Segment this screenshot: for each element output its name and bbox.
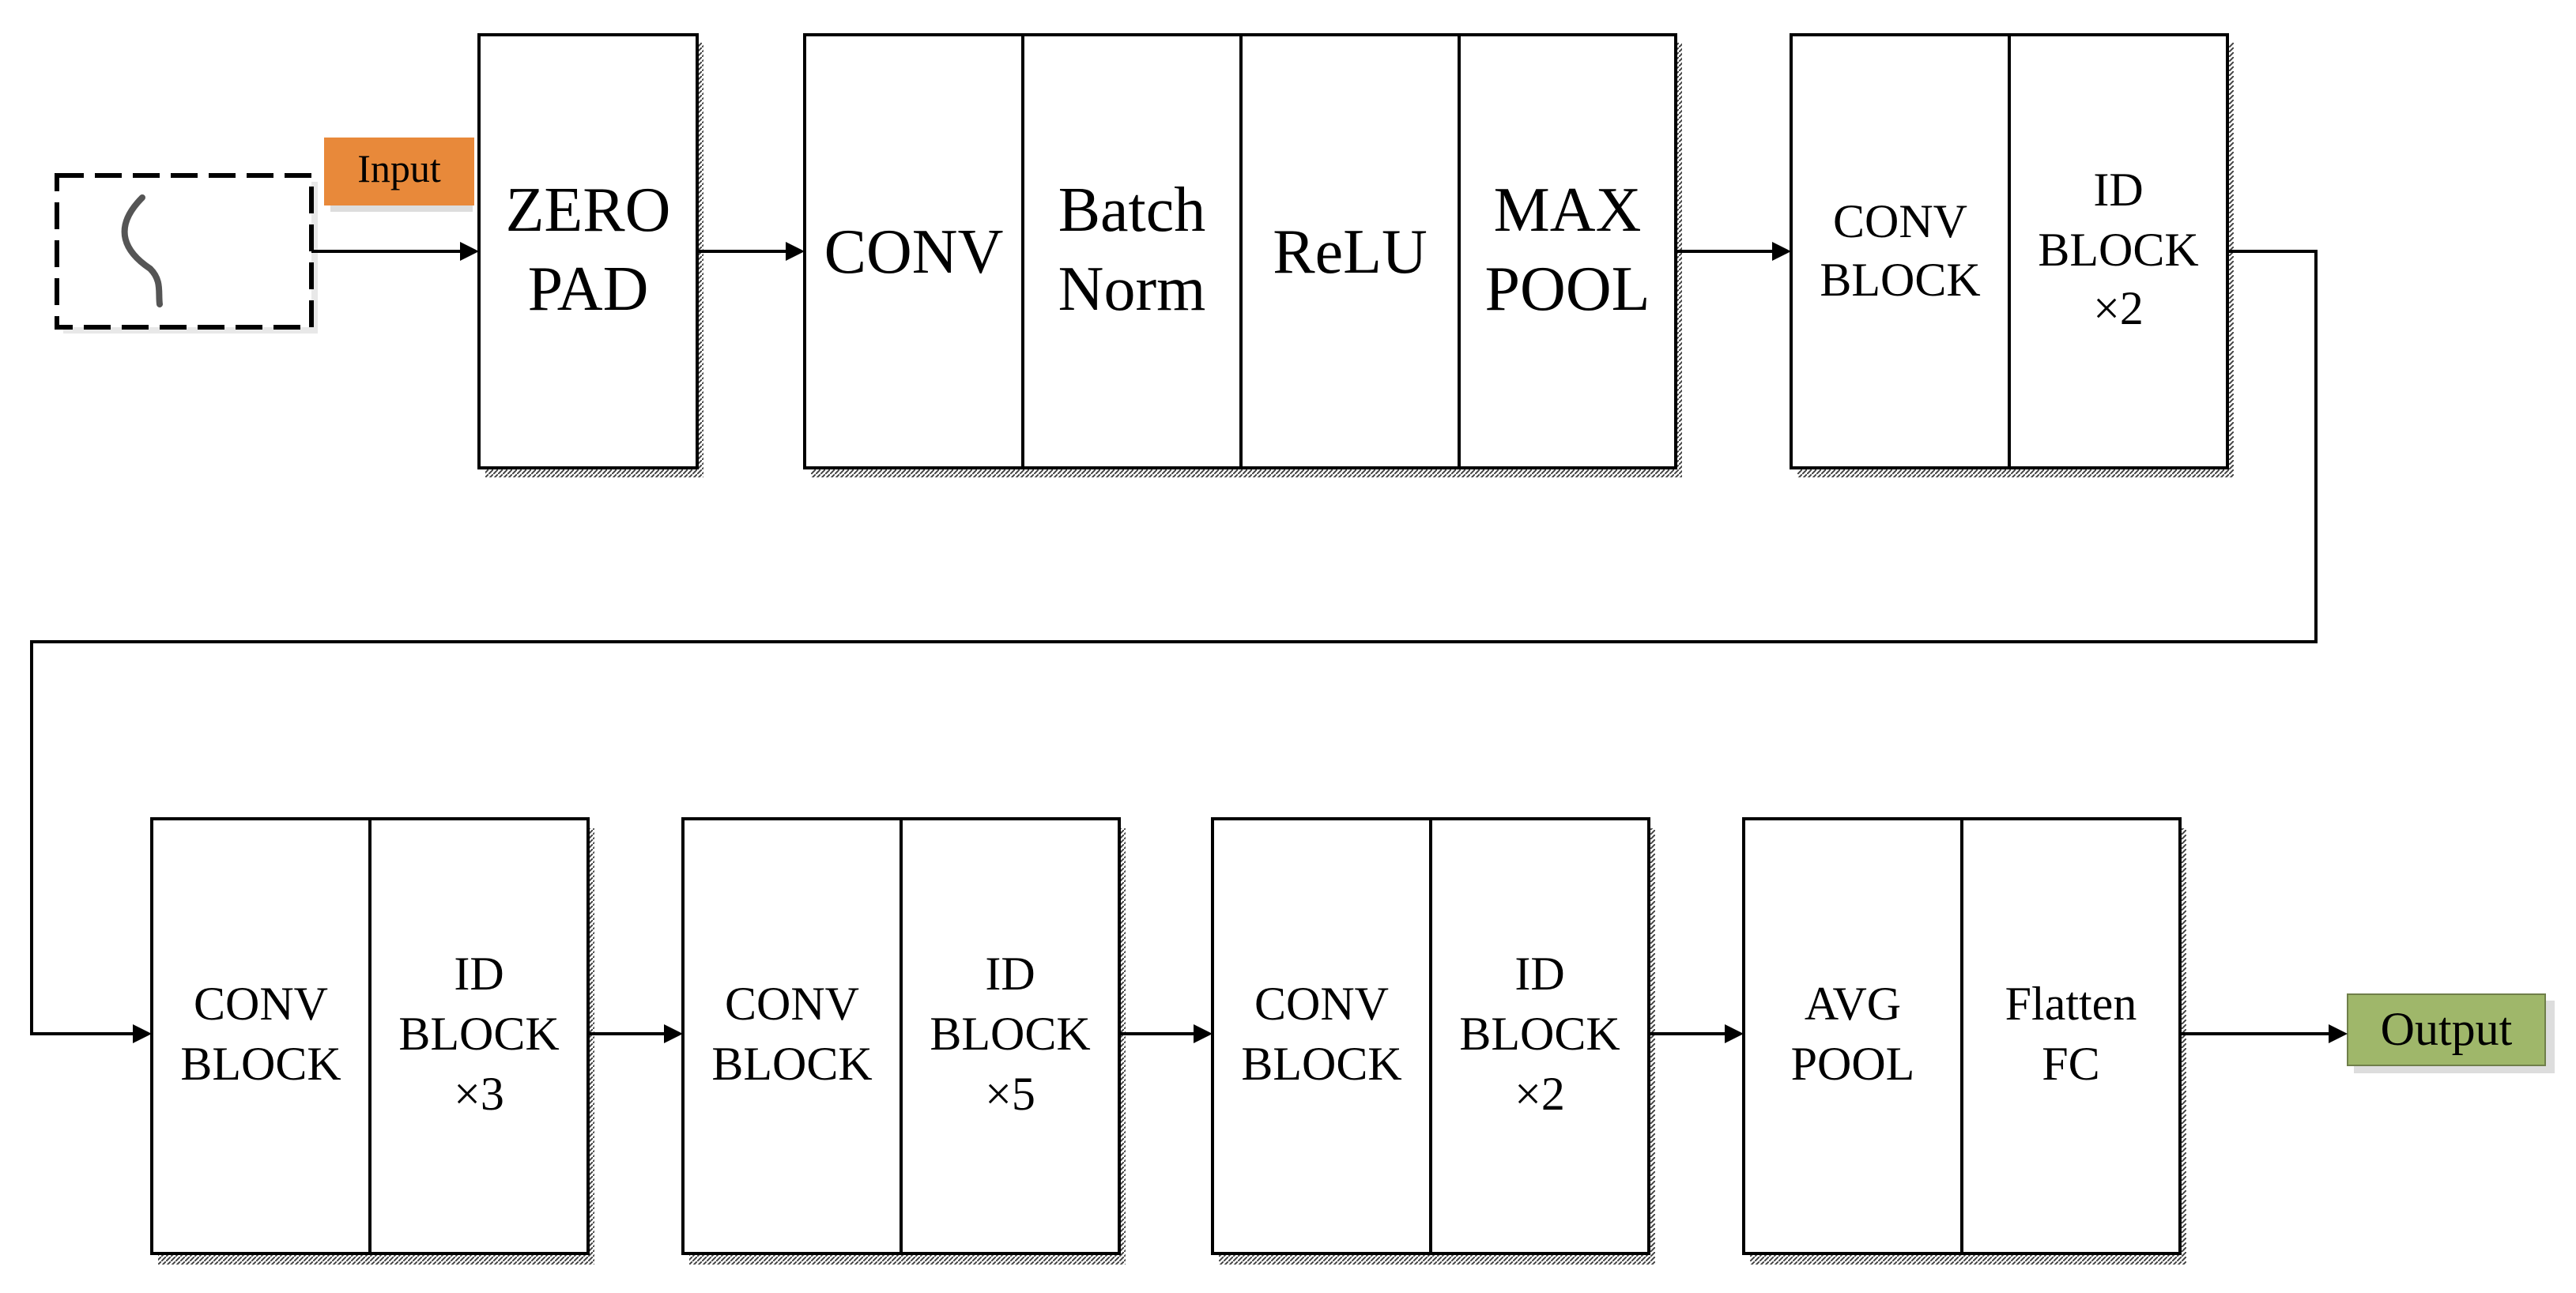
output-tag: [2347, 993, 2546, 1066]
input-dashed-box: [55, 173, 314, 330]
conv-block-line1: CONV: [1833, 195, 1967, 247]
max-pool-line2: POOL: [1485, 254, 1650, 324]
id-block-line2: BLOCK: [2038, 224, 2198, 276]
arrow-stage1-to-stage2: [30, 250, 2318, 1035]
conv-block-line1: CONV: [1254, 978, 1389, 1030]
id-block-line2: BLOCK: [1459, 1008, 1620, 1060]
id-block-line3: ×5: [985, 1068, 1035, 1120]
stage3-block: CONV BLOCK ID BLOCK ×5: [681, 817, 1126, 1265]
conv-block-line2: BLOCK: [1820, 254, 1980, 306]
id-block-line3: ×2: [1514, 1068, 1565, 1120]
conv-block-line2: BLOCK: [180, 1038, 341, 1090]
input-label: Input: [357, 146, 441, 190]
conv-block-line2: BLOCK: [711, 1038, 872, 1090]
stage4-block: CONV BLOCK ID BLOCK ×2: [1211, 817, 1655, 1265]
zero-pad-line2: PAD: [528, 254, 649, 324]
conv-block-line1: CONV: [194, 978, 328, 1030]
id-block-line1: ID: [454, 948, 504, 1000]
arrowhead: [2329, 1024, 2348, 1043]
conv-block-line2: BLOCK: [1241, 1038, 1401, 1090]
input-node: Input: [55, 138, 474, 334]
id-block-line2: BLOCK: [930, 1008, 1090, 1060]
arrowhead: [786, 242, 805, 261]
stem-block: CONV Batch Norm ReLU MAX POOL: [803, 33, 1682, 477]
zero-pad-line1: ZERO: [506, 175, 671, 245]
arrowhead: [1194, 1024, 1213, 1043]
zero-pad-block: ZERO PAD: [477, 33, 703, 477]
output-node: Output: [2347, 993, 2555, 1073]
id-block-line1: ID: [1514, 948, 1564, 1000]
flatten-fc-line1: Flatten: [2005, 978, 2137, 1030]
id-block-line3: ×3: [454, 1068, 504, 1120]
arrowhead: [133, 1024, 152, 1043]
arrowhead: [664, 1024, 683, 1043]
output-label: Output: [2381, 1003, 2513, 1055]
input-tag: [324, 138, 474, 205]
batch-norm-line1: Batch: [1058, 175, 1206, 245]
id-block-line1: ID: [2093, 164, 2143, 216]
stage1-block: CONV BLOCK ID BLOCK ×2: [1790, 33, 2234, 477]
max-pool-line1: MAX: [1494, 175, 1642, 245]
conv-layer-label: CONV: [824, 217, 1004, 287]
id-block-line1: ID: [985, 948, 1035, 1000]
avg-pool-line2: POOL: [1791, 1038, 1915, 1090]
connectors: [30, 242, 2348, 1043]
arrowhead: [1772, 242, 1791, 261]
conv-block-line1: CONV: [725, 978, 859, 1030]
id-block-line3: ×2: [2093, 282, 2144, 334]
stage2-block: CONV BLOCK ID BLOCK ×3: [150, 817, 594, 1265]
batch-norm-line2: Norm: [1058, 254, 1206, 324]
flatten-fc-line2: FC: [2042, 1038, 2099, 1090]
avg-pool-line1: AVG: [1805, 978, 1901, 1030]
relu-label: ReLU: [1273, 217, 1428, 287]
head-block: AVG POOL Flatten FC: [1742, 817, 2186, 1265]
arrowhead: [1725, 1024, 1744, 1043]
signal-waveform-icon: [121, 194, 163, 307]
arrowhead: [460, 242, 479, 261]
zero-pad-box: [477, 33, 699, 469]
id-block-line2: BLOCK: [398, 1008, 559, 1060]
